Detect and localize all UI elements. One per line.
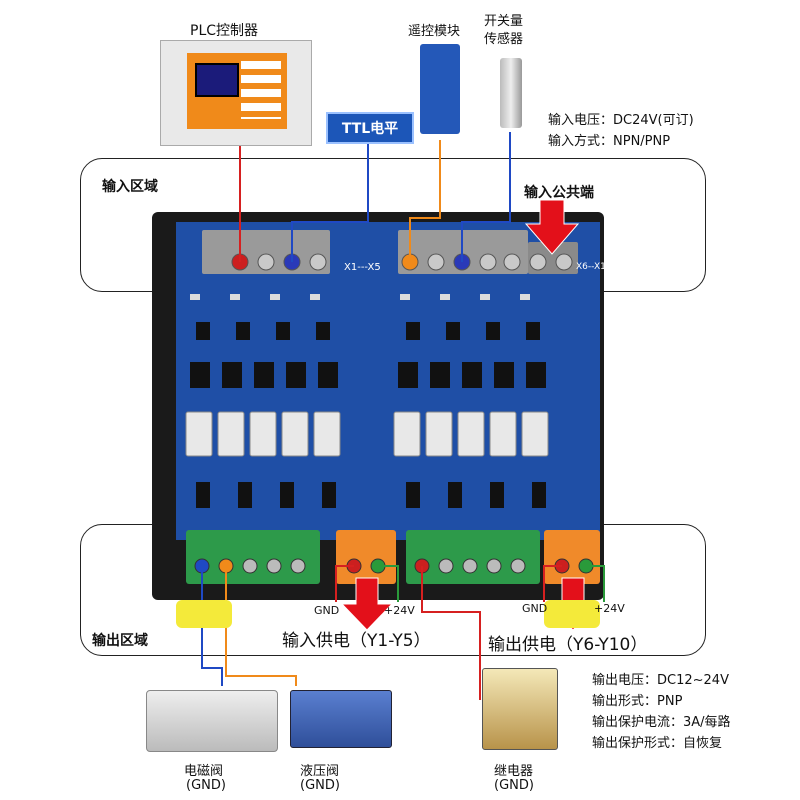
- switch-sensor-label-2: 传感器: [484, 32, 524, 47]
- relay-gnd-label: (GND): [494, 778, 534, 793]
- solenoid-label: 电磁阀: [184, 764, 224, 779]
- input-range-x6: X6--X1: [576, 262, 606, 272]
- gnd-left-label: GND: [314, 604, 340, 617]
- ttl-level-badge: TTL电平: [326, 112, 414, 144]
- relay-label: 继电器: [494, 764, 534, 779]
- v24-right-label: +24V: [594, 602, 625, 615]
- hydraulic-gnd-label: (GND): [300, 778, 340, 793]
- solenoid-valve-image: [146, 690, 278, 752]
- output-spec-3: 输出保护电流：3A/每路: [592, 715, 731, 730]
- plc-device-image: [160, 40, 312, 146]
- input-common-label: 输入公共端: [524, 185, 594, 201]
- hydraulic-valve-image: [290, 690, 392, 748]
- input-range-x1-x5: X1---X5: [344, 262, 381, 273]
- output-spec-2: 输出形式：PNP: [592, 694, 683, 709]
- v24-left-label: +24V: [384, 604, 415, 617]
- input-spec-1: 输入电压：DC24V(可订): [548, 113, 694, 128]
- remote-module-label: 遥控模块: [408, 24, 461, 39]
- output-supply-label: 输出供电（Y6-Y10）: [488, 635, 648, 655]
- output-spec-1: 输出电压：DC12~24V: [592, 673, 729, 688]
- switch-sensor-label-1: 开关量: [484, 14, 524, 29]
- output-area-label: 输出区域: [92, 633, 148, 649]
- input-area-label: 输入区域: [102, 179, 158, 195]
- remote-module-image: [420, 44, 460, 134]
- input-supply-label: 输入供电（Y1-Y5）: [282, 631, 431, 651]
- hydraulic-label: 液压阀: [300, 764, 340, 779]
- relay-image: [482, 668, 558, 750]
- gnd-right-label: GND: [522, 602, 548, 615]
- switch-sensor-image: [500, 58, 522, 128]
- input-spec-2: 输入方式：NPN/PNP: [548, 134, 671, 149]
- plc-label: PLC控制器: [190, 23, 259, 39]
- solenoid-gnd-label: (GND): [186, 778, 226, 793]
- output-spec-4: 输出保护形式：自恢复: [592, 736, 723, 751]
